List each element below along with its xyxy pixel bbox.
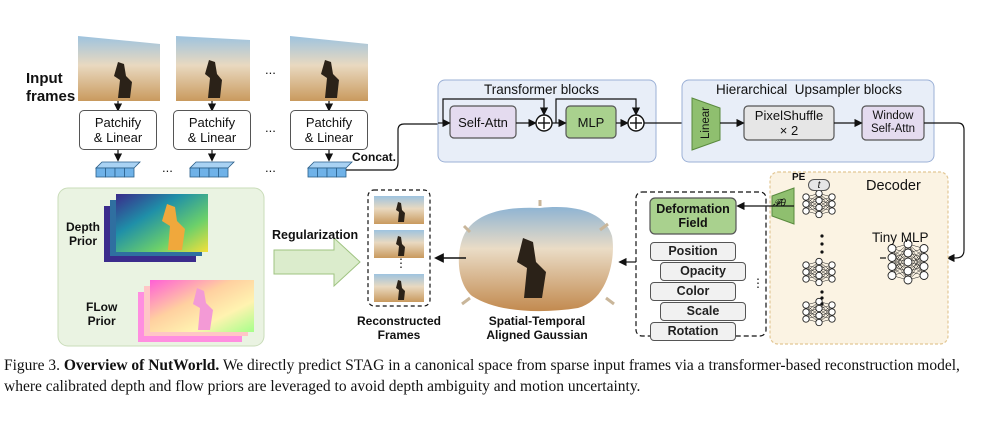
decoder-title: Decoder xyxy=(866,178,921,194)
concat-label: Concat. xyxy=(352,150,397,164)
pixelshuffle-label: PixelShuffle× 2 xyxy=(754,108,824,138)
attr-color: Color xyxy=(650,282,736,301)
depth-prior-stack xyxy=(104,194,208,262)
t-pill: t xyxy=(808,179,830,191)
attr-position: Position xyxy=(650,242,736,261)
regularization-arrow xyxy=(273,236,361,288)
caption-title: Overview of NutWorld. xyxy=(63,357,220,374)
residual-add-2 xyxy=(627,114,645,132)
frames-ellipsis: ... xyxy=(265,62,276,77)
transformer-blocks-title: Transformer blocks xyxy=(484,82,600,97)
decoder-panel xyxy=(769,171,949,345)
attr-rotation: Rotation xyxy=(650,322,736,341)
token-block xyxy=(95,161,141,178)
linear-label: Linear xyxy=(699,107,712,139)
token-block xyxy=(189,161,235,178)
input-frame-2 xyxy=(176,36,250,101)
patchify-ellipsis: ... xyxy=(265,120,276,135)
tokens-ellipsis-1: ... xyxy=(162,160,173,175)
pe-label: PE xyxy=(792,172,806,183)
f-theta-label: 𝓕θ xyxy=(773,198,786,209)
attributes-ellipsis: ⋮ xyxy=(752,276,764,290)
stag-visual xyxy=(458,200,615,312)
linear-trapezoid xyxy=(691,97,721,151)
recon-ellipsis: ⋮ xyxy=(395,256,407,270)
token-block xyxy=(307,161,353,178)
input-frame-3 xyxy=(290,36,368,101)
figure-caption: Figure 3. Overview of NutWorld. We direc… xyxy=(4,355,994,397)
token-blocks xyxy=(95,161,353,178)
patchify-box-3: Patchify& Linear xyxy=(290,110,368,150)
residual-add-1 xyxy=(535,114,553,132)
upsampler-blocks-title: Hierarchical Upsampler blocks xyxy=(716,82,903,97)
tiny-mlp-label: Tiny MLP xyxy=(872,230,929,245)
input-frame-1 xyxy=(78,36,160,101)
neural-nets xyxy=(802,189,929,327)
attr-opacity: Opacity xyxy=(660,262,746,281)
caption-text: We directly predict STAG in a canonical … xyxy=(4,357,960,395)
tokens-ellipsis-2: ... xyxy=(265,160,276,175)
attributes-panel xyxy=(635,191,767,337)
mlp-label: MLP xyxy=(577,114,605,130)
reconstructed-frames-panel xyxy=(367,189,431,307)
diagram-canvas xyxy=(57,36,965,347)
self-attn-label: Self-Attn xyxy=(458,114,508,130)
patchify-box-2: Patchify& Linear xyxy=(173,110,251,150)
flow-prior-stack xyxy=(138,280,254,342)
deformation-field-box xyxy=(649,197,737,235)
caption-prefix: Figure 3. xyxy=(4,357,60,374)
regularization-label: Regularization xyxy=(272,228,359,242)
attr-scale: Scale xyxy=(660,302,746,321)
patchify-box-1: Patchify& Linear xyxy=(79,110,157,150)
